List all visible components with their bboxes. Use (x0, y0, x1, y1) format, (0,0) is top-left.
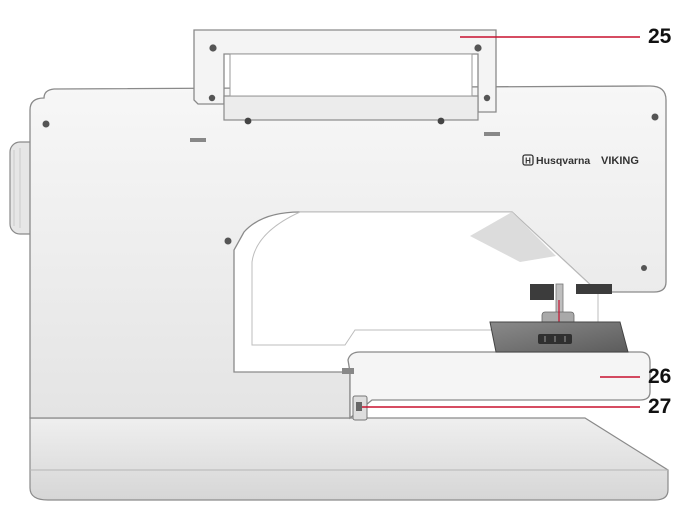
callout-number-26: 26 (648, 365, 672, 388)
carrying-handle (190, 29, 500, 142)
free-arm (347, 351, 651, 420)
screw-front (641, 265, 647, 271)
machine-base (29, 417, 669, 501)
screw-right (651, 113, 659, 121)
husqvarna-logo: H Husqvarna (522, 154, 590, 167)
screw-left (42, 120, 50, 128)
svg-text:H: H (525, 157, 531, 166)
callout-number-25: 25 (648, 25, 672, 48)
machine-body (29, 85, 667, 419)
callout-number-27: 27 (648, 395, 672, 418)
brand-logo-text: Husqvarna (536, 155, 590, 167)
brand-model-text: VIKING (601, 155, 639, 167)
screw-arm (224, 237, 232, 245)
